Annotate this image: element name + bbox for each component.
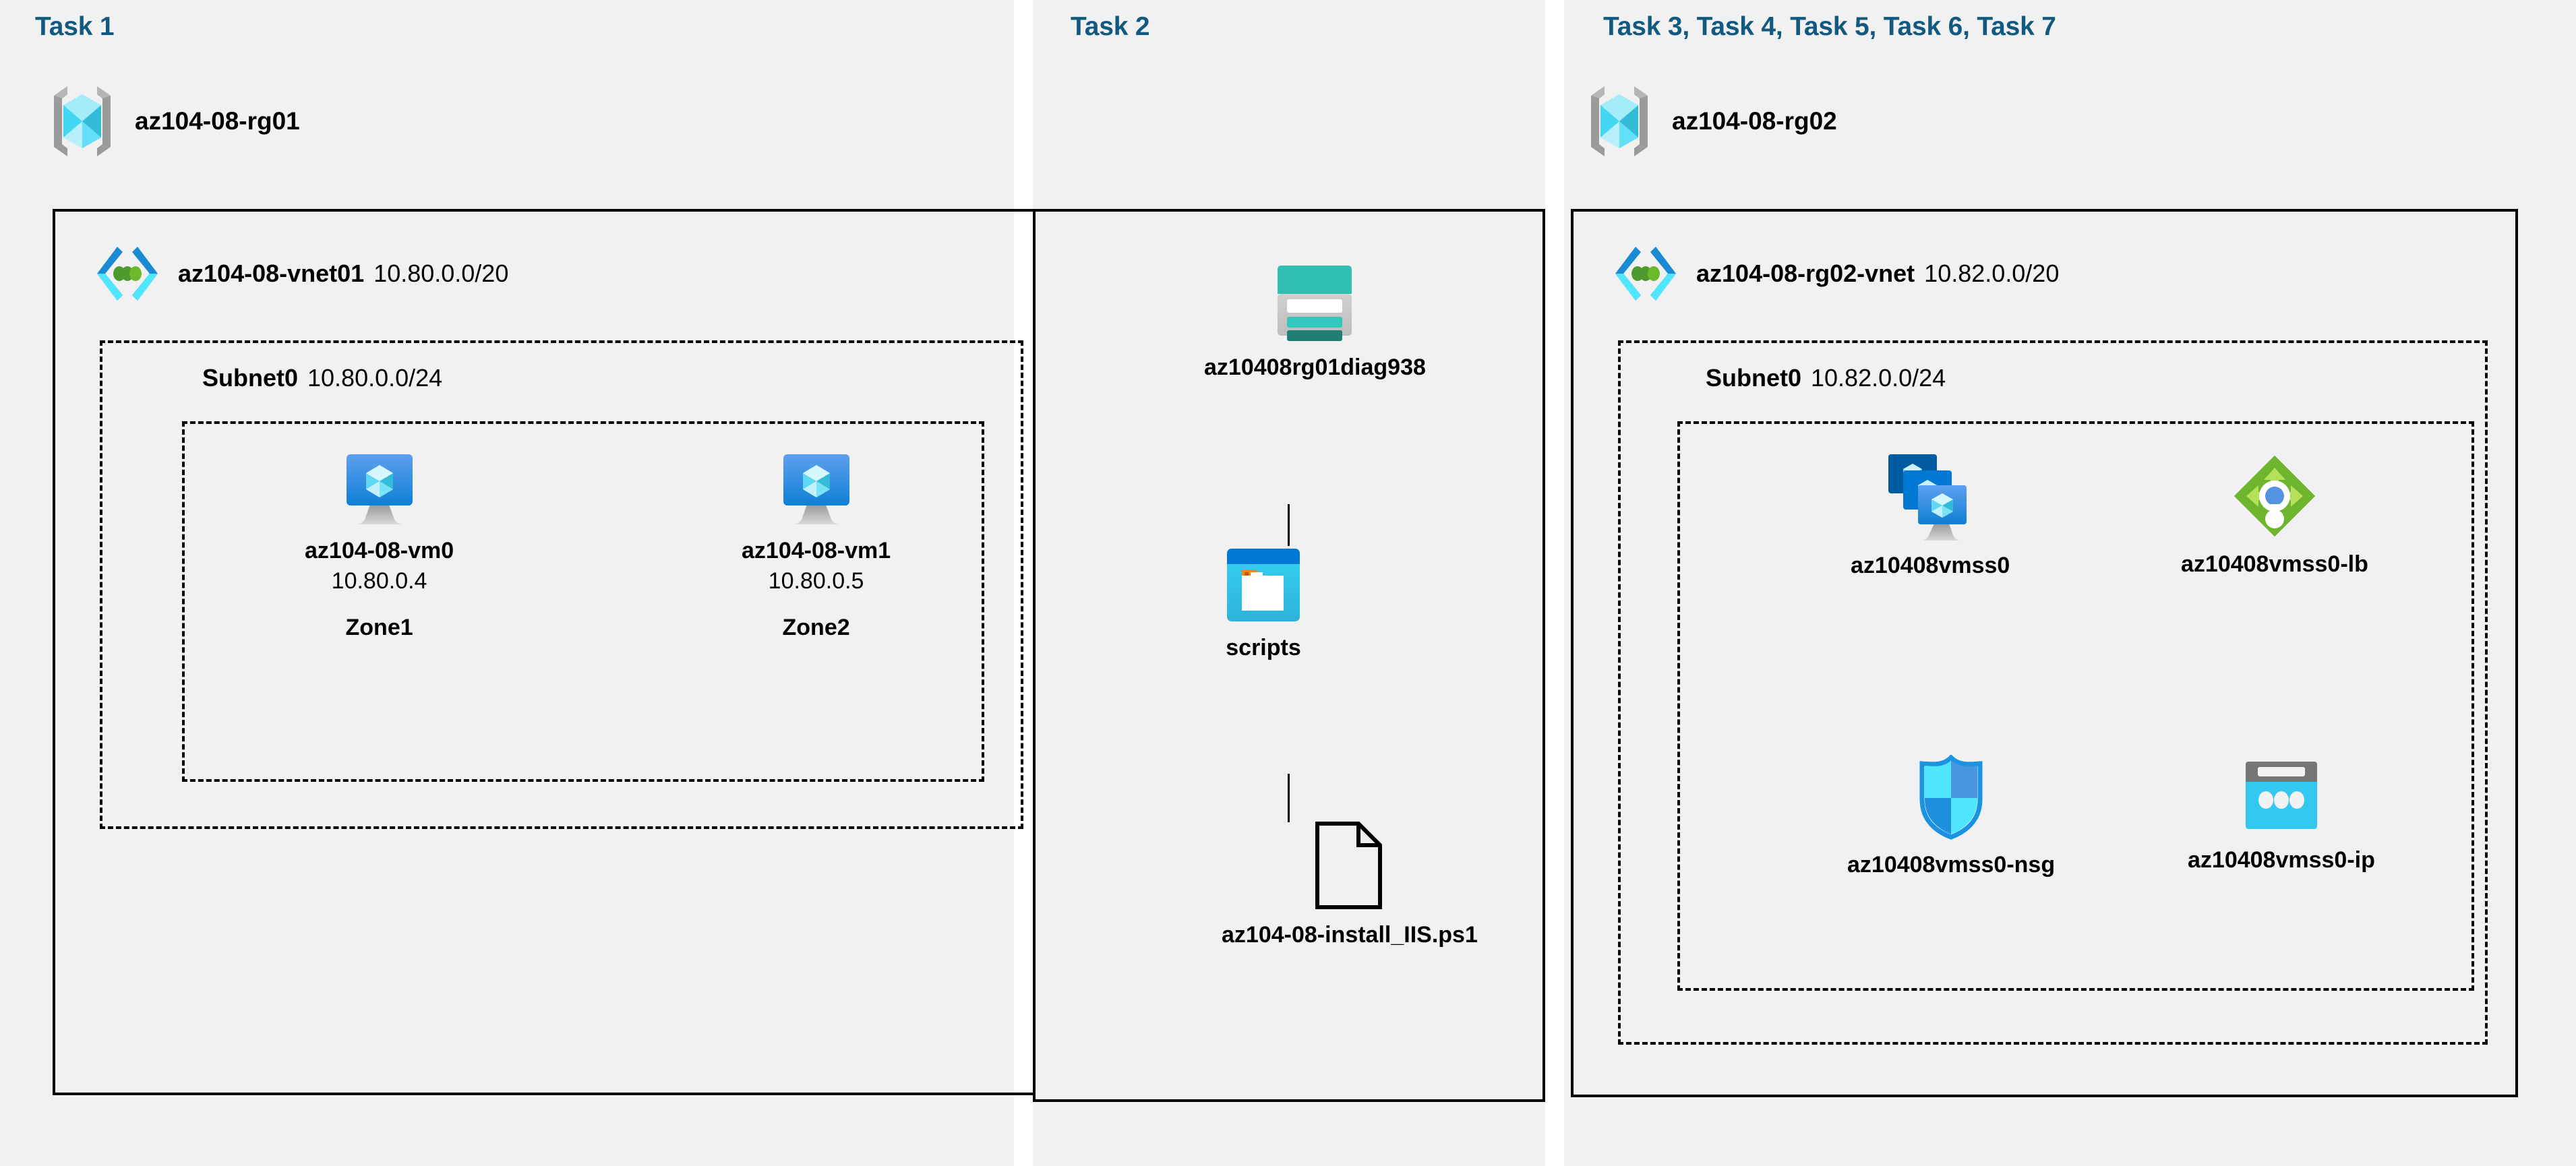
public-ip-address-icon xyxy=(2243,758,2320,835)
vm-name: az104-08-vm1 xyxy=(742,538,891,563)
vm-zone: Zone1 xyxy=(345,615,413,640)
connector-storage-to-container xyxy=(1288,504,1290,546)
vnet-cidr: 10.80.0.0/20 xyxy=(373,259,509,287)
resource-vm0[interactable]: az104-08-vm0 10.80.0.4 Zone1 xyxy=(305,453,454,641)
storage-account-name: az10408rg01diag938 xyxy=(1204,355,1426,380)
resource-group-rg01: az104-08-rg01 xyxy=(47,81,300,162)
nsg-name: az10408vmss0-nsg xyxy=(1847,852,2056,878)
subnet-label-right: Subnet0 10.82.0.0/24 xyxy=(1706,364,1946,392)
resource-vmss0-ip[interactable]: az10408vmss0-ip xyxy=(2188,758,2375,873)
availability-zone-box xyxy=(182,421,984,782)
panel-task-3-7 xyxy=(1564,0,2576,1166)
vm-ip: 10.80.0.4 xyxy=(331,568,427,594)
task-1-label: Task 1 xyxy=(35,12,115,41)
subnet-cidr: 10.82.0.0/24 xyxy=(1811,364,1946,392)
vnet-header-vnet01: az104-08-vnet01 10.80.0.0/20 xyxy=(94,243,508,305)
task2-container-box xyxy=(1033,209,1545,1102)
file-icon xyxy=(1314,821,1385,910)
virtual-network-icon xyxy=(94,243,160,305)
virtual-machine-icon xyxy=(781,453,852,526)
resource-vmss0-nsg[interactable]: az10408vmss0-nsg xyxy=(1847,755,2055,878)
vm-ip: 10.80.0.5 xyxy=(768,568,864,594)
vmss-name: az10408vmss0 xyxy=(1851,553,2010,578)
subnet-name: Subnet0 xyxy=(202,364,299,392)
resource-group-name: az104-08-rg01 xyxy=(135,107,300,135)
storage-account-icon xyxy=(1275,263,1354,342)
network-security-group-icon xyxy=(1914,755,1988,840)
task-3-7-label: Task 3, Task 4, Task 5, Task 6, Task 7 xyxy=(1603,12,2056,41)
load-balancer-name: az10408vmss0-lb xyxy=(2181,551,2368,577)
subnet-box-right xyxy=(1618,340,2488,1045)
panel-task-1 xyxy=(0,0,1014,1166)
resource-group-rg02: az104-08-rg02 xyxy=(1584,81,1837,162)
resource-blob-container[interactable]: scripts xyxy=(1226,547,1301,661)
resource-ps1-file[interactable]: az104-08-install_IIS.ps1 xyxy=(1222,821,1478,948)
subnet-label-left: Subnet0 10.80.0.0/24 xyxy=(202,364,442,392)
resource-vm1[interactable]: az104-08-vm1 10.80.0.5 Zone2 xyxy=(742,453,891,641)
vm-name: az104-08-vm0 xyxy=(305,538,454,563)
resource-vmss0-lb[interactable]: az10408vmss0-lb xyxy=(2181,453,2368,578)
vnet-name: az104-08-rg02-vnet xyxy=(1696,259,1915,287)
resource-group-icon xyxy=(1584,81,1654,162)
task-2-label: Task 2 xyxy=(1071,12,1150,41)
file-name: az104-08-install_IIS.ps1 xyxy=(1222,922,1478,948)
vnet-header-rg02-vnet: az104-08-rg02-vnet 10.82.0.0/20 xyxy=(1613,243,2059,305)
public-ip-name: az10408vmss0-ip xyxy=(2188,847,2375,873)
vnet-cidr: 10.82.0.0/20 xyxy=(1924,259,2060,287)
blob-container-icon xyxy=(1226,547,1301,623)
resource-vmss0[interactable]: az10408vmss0 xyxy=(1851,453,2010,579)
vnet-name: az104-08-vnet01 xyxy=(178,259,365,287)
virtual-machine-icon xyxy=(344,453,415,526)
subnet-name: Subnet0 xyxy=(1706,364,1802,392)
vm-scale-set-icon xyxy=(1886,453,1975,541)
load-balancer-icon xyxy=(2231,453,2318,539)
scale-set-resources-box xyxy=(1677,421,2474,991)
subnet-cidr: 10.80.0.0/24 xyxy=(307,364,443,392)
resource-group-icon xyxy=(47,81,117,162)
subnet-box-left xyxy=(100,340,1023,829)
vm-zone: Zone2 xyxy=(782,615,850,640)
vnet-container-rg02-vnet xyxy=(1571,209,2518,1097)
virtual-network-icon xyxy=(1613,243,1679,305)
resource-storage-account[interactable]: az10408rg01diag938 xyxy=(1204,263,1426,381)
connector-container-to-file xyxy=(1288,774,1290,822)
resource-group-name: az104-08-rg02 xyxy=(1672,107,1837,135)
blob-container-name: scripts xyxy=(1226,635,1301,661)
